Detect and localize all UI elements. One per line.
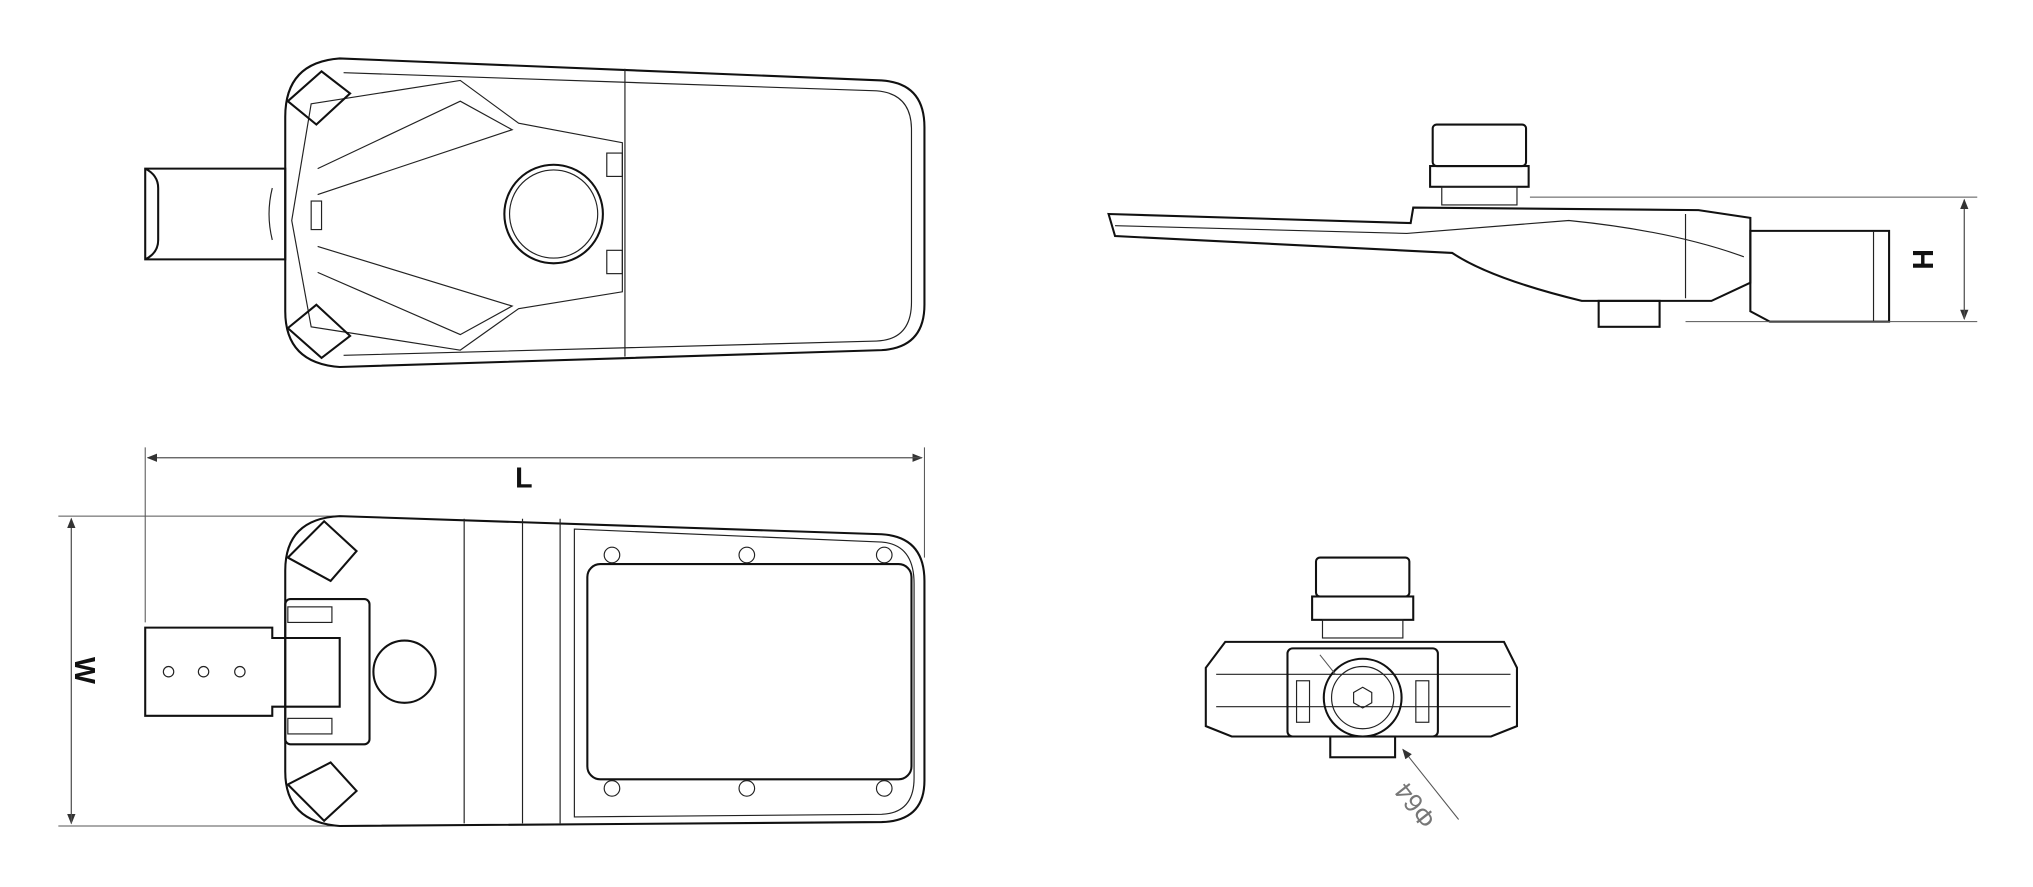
height-dimension-label: H [1908, 249, 1940, 270]
diameter-dimension-label: Φ64 [1390, 777, 1443, 833]
end-view: Φ64 [1204, 556, 1519, 833]
width-dimension-label: W [68, 657, 100, 684]
top-view [144, 57, 926, 369]
bottom-view: L W [58, 447, 926, 828]
side-view: H [1107, 123, 1978, 328]
length-dimension-label: L [515, 463, 532, 495]
